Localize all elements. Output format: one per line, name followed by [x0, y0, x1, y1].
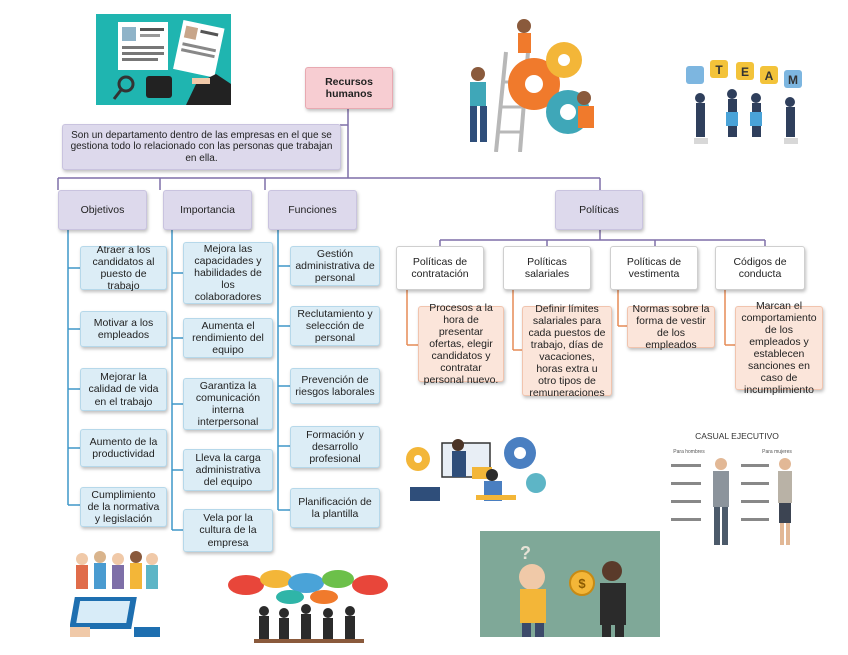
detalle-vestimenta: Normas sobre la forma de vestir de los e…	[627, 306, 715, 348]
funciones-item: Reclutamiento y selección de personal	[290, 306, 380, 346]
dress-code-women-label: Para mujeres	[762, 449, 792, 455]
category-politicas: Políticas	[555, 190, 643, 230]
politica-vestimenta: Políticas de vestimenta	[610, 246, 698, 290]
question-mark-icon: ?	[520, 543, 531, 563]
cv-documents-illustration	[96, 14, 231, 105]
staff-laptop-illustration	[70, 545, 160, 637]
objetivos-item: Motivar a los empleados	[80, 311, 167, 347]
category-importancia: Importancia	[163, 190, 252, 230]
team-letter: E	[741, 65, 749, 79]
team-letter: A	[765, 69, 774, 83]
dress-code-title: CASUAL EJECUTIVO	[695, 431, 779, 441]
importancia-item: Lleva la carga administrativa del equipo	[183, 449, 273, 491]
gears-teamwork-illustration	[436, 12, 606, 152]
importancia-item: Garantiza la comunicación interna interp…	[183, 378, 273, 430]
category-objetivos: Objetivos	[58, 190, 147, 230]
group-speech-bubbles-illustration	[224, 569, 394, 649]
dress-code-men-label: Para hombres	[673, 449, 705, 455]
root-node: Recursos humanos	[305, 67, 393, 109]
objetivos-item: Aumento de la productividad	[80, 429, 167, 467]
objetivos-item: Cumplimiento de la normativa y legislaci…	[80, 487, 167, 527]
politica-conducta: Códigos de conducta	[715, 246, 805, 290]
dress-code-illustration: CASUAL EJECUTIVO Para hombres Para mujer…	[667, 424, 806, 552]
funciones-item: Formación y desarrollo profesional	[290, 426, 380, 468]
politica-salarial: Políticas salariales	[503, 246, 591, 290]
objetivos-item: Mejorar la calidad de vida en el trabajo	[80, 368, 167, 411]
team-letter: M	[788, 73, 798, 87]
detalle-salarial: Definir límites salariales para cada pue…	[522, 306, 612, 396]
team-puzzle-illustration: T E A M	[664, 32, 820, 162]
salary-question-illustration: ? $	[480, 531, 660, 637]
funciones-item: Prevención de riesgos laborales	[290, 368, 380, 404]
importancia-item: Vela por la cultura de la empresa	[183, 509, 273, 552]
funciones-item: Gestión administrativa de personal	[290, 246, 380, 286]
category-funciones: Funciones	[268, 190, 357, 230]
office-gears-illustration	[396, 423, 554, 515]
detalle-contratacion: Procesos a la hora de presentar ofertas,…	[418, 306, 504, 382]
team-letter: T	[715, 63, 723, 77]
objetivos-item: Atraer a los candidatos al puesto de tra…	[80, 246, 167, 290]
politica-contratacion: Políticas de contratación	[396, 246, 484, 290]
dollar-coin-icon: $	[578, 576, 586, 591]
description-node: Son un departamento dentro de las empres…	[62, 124, 341, 170]
importancia-item: Aumenta el rendimiento del equipo	[183, 318, 273, 358]
importancia-item: Mejora las capacidades y habilidades de …	[183, 242, 273, 304]
funciones-item: Planificación de la plantilla	[290, 488, 380, 528]
detalle-conducta: Marcan el comportamiento de los empleado…	[735, 306, 823, 390]
